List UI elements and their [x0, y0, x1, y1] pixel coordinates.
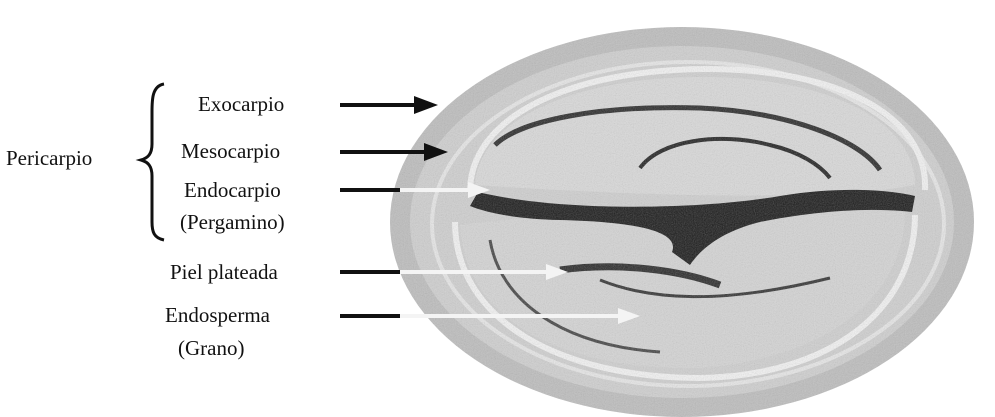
label-mesocarpio: Mesocarpio [181, 139, 280, 163]
label-piel-plateada: Piel plateada [170, 260, 278, 284]
pericarpio-bracket [141, 84, 164, 240]
arrow-exocarpio [340, 96, 438, 114]
label-endocarpio: Endocarpio [184, 178, 281, 202]
label-exocarpio: Exocarpio [198, 92, 284, 116]
label-pergamino: (Pergamino) [180, 210, 285, 234]
label-endosperma: Endosperma [165, 303, 270, 327]
label-grano: (Grano) [178, 336, 244, 360]
label-pericarpio: Pericarpio [6, 146, 92, 170]
